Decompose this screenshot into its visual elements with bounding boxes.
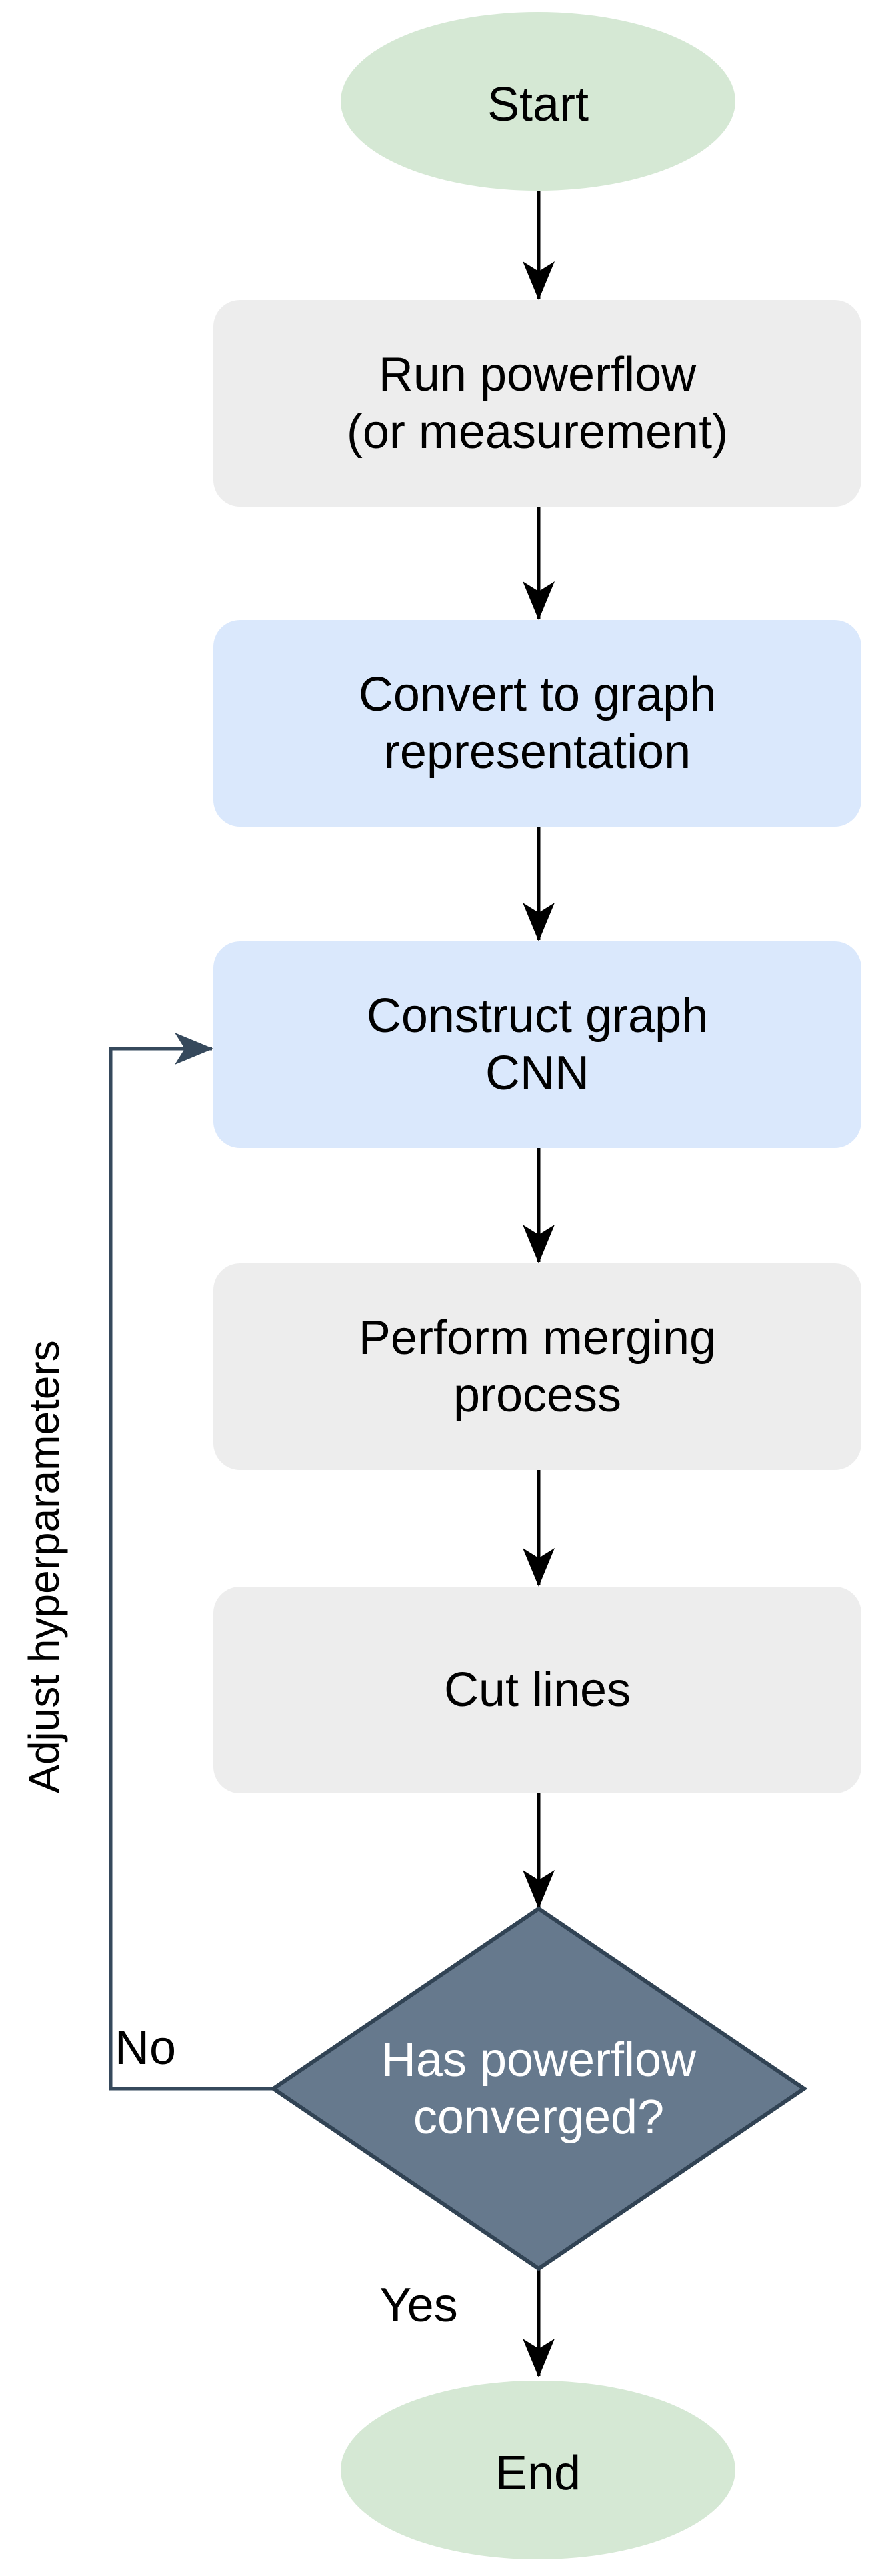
decision-label-line2: converged?: [413, 2091, 664, 2144]
start-label: Start: [487, 78, 589, 131]
decision-label-line1: Has powerflow: [381, 2033, 697, 2087]
run-powerflow-label-line1: Run powerflow: [379, 348, 697, 401]
no-edge-label: No: [115, 2021, 176, 2075]
convert-graph-label-line2: representation: [384, 725, 691, 779]
run-powerflow-node: [213, 300, 861, 507]
construct-cnn-label-line2: CNN: [485, 1047, 589, 1100]
construct-cnn-label-line1: Construct graph: [367, 989, 708, 1043]
merging-node: [213, 1263, 861, 1470]
cut-lines-node: [213, 1587, 861, 1793]
start-node: [341, 12, 735, 191]
end-node: [341, 2381, 735, 2559]
loop-arrow-no-to-construct-cnn: [109, 1033, 273, 2091]
adjust-hyperparameters-label: Adjust hyperparameters: [20, 1340, 68, 1793]
cut-lines-label: Cut lines: [444, 1663, 631, 1717]
merging-label-line2: process: [453, 1369, 621, 1422]
convert-graph-label-line1: Convert to graph: [359, 668, 716, 721]
run-powerflow-label-line2: (or measurement): [347, 405, 728, 459]
end-label: End: [495, 2447, 581, 2500]
merging-label-line1: Perform merging: [359, 1311, 716, 1365]
decision-node: [269, 1906, 808, 2271]
convert-graph-node: [213, 620, 861, 827]
construct-cnn-node: [213, 941, 861, 1148]
yes-edge-label: Yes: [379, 2279, 457, 2332]
